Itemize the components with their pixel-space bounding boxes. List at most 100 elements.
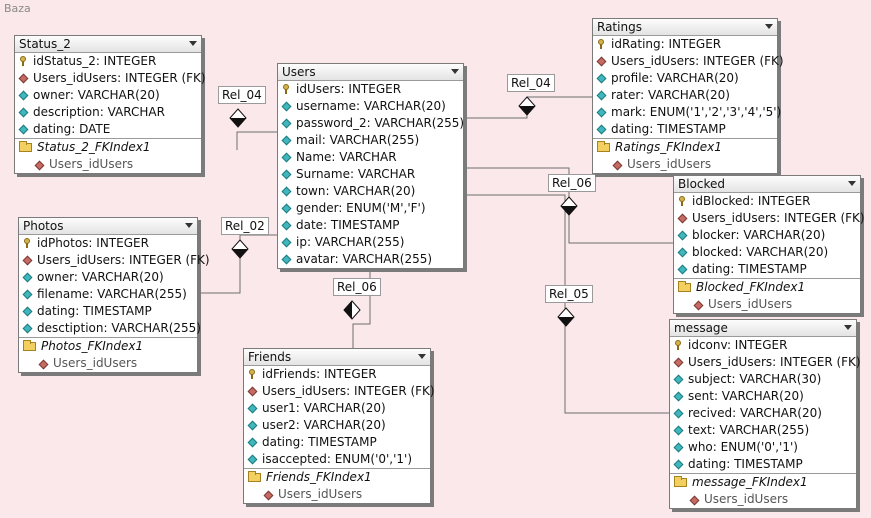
column-row[interactable]: blocker: VARCHAR(20): [674, 227, 860, 244]
table-header[interactable]: Friends: [244, 349, 430, 366]
column-row[interactable]: mark: ENUM('1','2','3','4','5'): [593, 104, 781, 121]
column-row[interactable]: text: VARCHAR(255): [670, 422, 856, 439]
column-row[interactable]: dating: TIMESTAMP: [19, 303, 197, 320]
table-message[interactable]: message idconv: INTEGER Users_idUsers: I…: [669, 319, 861, 509]
column-row[interactable]: ip: VARCHAR(255): [278, 234, 463, 251]
table-friends[interactable]: Friends idFriends: INTEGER Users_idUsers…: [243, 348, 435, 504]
column-row[interactable]: sent: VARCHAR(20): [670, 388, 856, 405]
index-row[interactable]: message_FKIndex1: [670, 473, 856, 491]
canvas-title: Baza: [4, 2, 31, 15]
folder-icon: [674, 476, 687, 487]
column-row[interactable]: dating: TIMESTAMP: [593, 121, 777, 138]
column-row[interactable]: idStatus_2: INTEGER: [15, 53, 201, 70]
relation-label-message-users[interactable]: Rel_05: [545, 285, 593, 303]
dropdown-arrow-icon[interactable]: [848, 181, 856, 186]
column-row[interactable]: isaccepted: ENUM('0','1'): [244, 451, 430, 468]
column-label: ip: VARCHAR(255): [296, 235, 405, 249]
column-label: user1: VARCHAR(20): [262, 401, 386, 415]
column-row[interactable]: Users_idUsers: INTEGER (FK): [244, 383, 435, 400]
column-label: idStatus_2: INTEGER: [33, 54, 157, 68]
column-row[interactable]: subject: VARCHAR(30): [670, 371, 856, 388]
column-row[interactable]: dating: TIMESTAMP: [670, 456, 856, 473]
dropdown-arrow-icon[interactable]: [189, 41, 197, 46]
column-row[interactable]: rater: VARCHAR(20): [593, 87, 777, 104]
column-row[interactable]: idRating: INTEGER: [593, 36, 777, 53]
column-icon: [247, 437, 258, 448]
table-ratings[interactable]: Ratings idRating: INTEGER Users_idUsers:…: [592, 18, 784, 174]
table-header[interactable]: Photos: [19, 218, 197, 235]
column-row[interactable]: user1: VARCHAR(20): [244, 400, 430, 417]
index-column-label: Users_idUsers: [278, 487, 363, 501]
column-row[interactable]: town: VARCHAR(20): [278, 183, 463, 200]
column-row[interactable]: idBlocked: INTEGER: [674, 193, 860, 210]
column-row[interactable]: idconv: INTEGER: [670, 337, 856, 354]
relation-diamond-photos: [231, 239, 249, 259]
column-row[interactable]: recived: VARCHAR(20): [670, 405, 856, 422]
table-header[interactable]: Blocked: [674, 176, 860, 193]
column-row[interactable]: idUsers: INTEGER: [278, 81, 463, 98]
column-row[interactable]: idFriends: INTEGER: [244, 366, 430, 383]
relation-label-blocked-users[interactable]: Rel_06: [548, 174, 596, 192]
column-row[interactable]: description: VARCHAR: [15, 104, 201, 121]
column-row[interactable]: Name: VARCHAR: [278, 149, 463, 166]
column-row[interactable]: filename: VARCHAR(255): [19, 286, 197, 303]
column-row[interactable]: Users_idUsers: INTEGER (FK): [15, 70, 206, 87]
column-row[interactable]: Users_idUsers: INTEGER (FK): [19, 252, 210, 269]
column-label: Users_idUsers: INTEGER (FK): [692, 211, 865, 225]
dropdown-arrow-icon[interactable]: [185, 223, 193, 228]
index-row[interactable]: Photos_FKIndex1: [19, 337, 197, 355]
column-row[interactable]: dating: TIMESTAMP: [244, 434, 430, 451]
column-row[interactable]: owner: VARCHAR(20): [15, 87, 201, 104]
column-label: mark: ENUM('1','2','3','4','5'): [611, 105, 782, 119]
relation-label-ratings-users[interactable]: Rel_04: [507, 74, 555, 92]
column-row[interactable]: gender: ENUM('M','F'): [278, 200, 463, 217]
column-icon: [247, 454, 258, 465]
column-row[interactable]: Users_idUsers: INTEGER (FK): [670, 354, 861, 371]
column-label: Name: VARCHAR: [296, 150, 397, 164]
column-row[interactable]: date: TIMESTAMP: [278, 217, 463, 234]
table-header[interactable]: Ratings: [593, 19, 777, 36]
column-row[interactable]: dating: TIMESTAMP: [674, 261, 860, 278]
column-row[interactable]: avatar: VARCHAR(255): [278, 251, 463, 268]
link-status2-users: [236, 131, 278, 150]
dropdown-arrow-icon[interactable]: [451, 69, 459, 74]
table-users[interactable]: Users idUsers: INTEGER username: VARCHAR…: [277, 63, 464, 269]
column-row[interactable]: desctiption: VARCHAR(255): [19, 320, 201, 337]
relation-label-photos-users[interactable]: Rel_02: [221, 217, 269, 235]
column-row[interactable]: password_2: VARCHAR(255): [278, 115, 464, 132]
dropdown-arrow-icon[interactable]: [418, 354, 426, 359]
index-row[interactable]: Friends_FKIndex1: [244, 468, 430, 486]
foreign-key-icon: [612, 160, 623, 171]
table-header[interactable]: Status_2: [15, 36, 201, 53]
folder-icon: [597, 141, 610, 152]
index-column-row: Users_idUsers: [674, 296, 860, 313]
relation-label-friends-users[interactable]: Rel_06: [333, 278, 381, 296]
column-row[interactable]: blocked: VARCHAR(20): [674, 244, 860, 261]
table-blocked[interactable]: Blocked idBlocked: INTEGER Users_idUsers…: [673, 175, 865, 314]
column-row[interactable]: who: ENUM('0','1'): [670, 439, 856, 456]
table-header[interactable]: message: [670, 320, 856, 337]
column-row[interactable]: Users_idUsers: INTEGER (FK): [593, 53, 784, 70]
column-row[interactable]: dating: DATE: [15, 121, 201, 138]
column-row[interactable]: user2: VARCHAR(20): [244, 417, 430, 434]
column-row[interactable]: username: VARCHAR(20): [278, 98, 463, 115]
column-row[interactable]: Surname: VARCHAR: [278, 166, 463, 183]
index-row[interactable]: Status_2_FKIndex1: [15, 138, 201, 156]
column-row[interactable]: idPhotos: INTEGER: [19, 235, 197, 252]
table-status-2[interactable]: Status_2 idStatus_2: INTEGER Users_idUse…: [14, 35, 206, 174]
column-row[interactable]: owner: VARCHAR(20): [19, 269, 197, 286]
dropdown-arrow-icon[interactable]: [844, 325, 852, 330]
index-row[interactable]: Ratings_FKIndex1: [593, 138, 777, 156]
column-row[interactable]: profile: VARCHAR(20): [593, 70, 777, 87]
column-label: subject: VARCHAR(30): [688, 372, 822, 386]
index-row[interactable]: Blocked_FKIndex1: [674, 278, 860, 296]
table-header[interactable]: Users: [278, 64, 463, 81]
column-row[interactable]: Users_idUsers: INTEGER (FK): [674, 210, 865, 227]
column-row[interactable]: mail: VARCHAR(255): [278, 132, 463, 149]
table-photos[interactable]: Photos idPhotos: INTEGER Users_idUsers: …: [18, 217, 210, 373]
index-column-row: Users_idUsers: [244, 486, 430, 503]
foreign-key-icon: [693, 300, 704, 311]
dropdown-arrow-icon[interactable]: [765, 24, 773, 29]
column-icon: [677, 264, 688, 275]
relation-label-status-users[interactable]: Rel_04: [218, 86, 266, 104]
